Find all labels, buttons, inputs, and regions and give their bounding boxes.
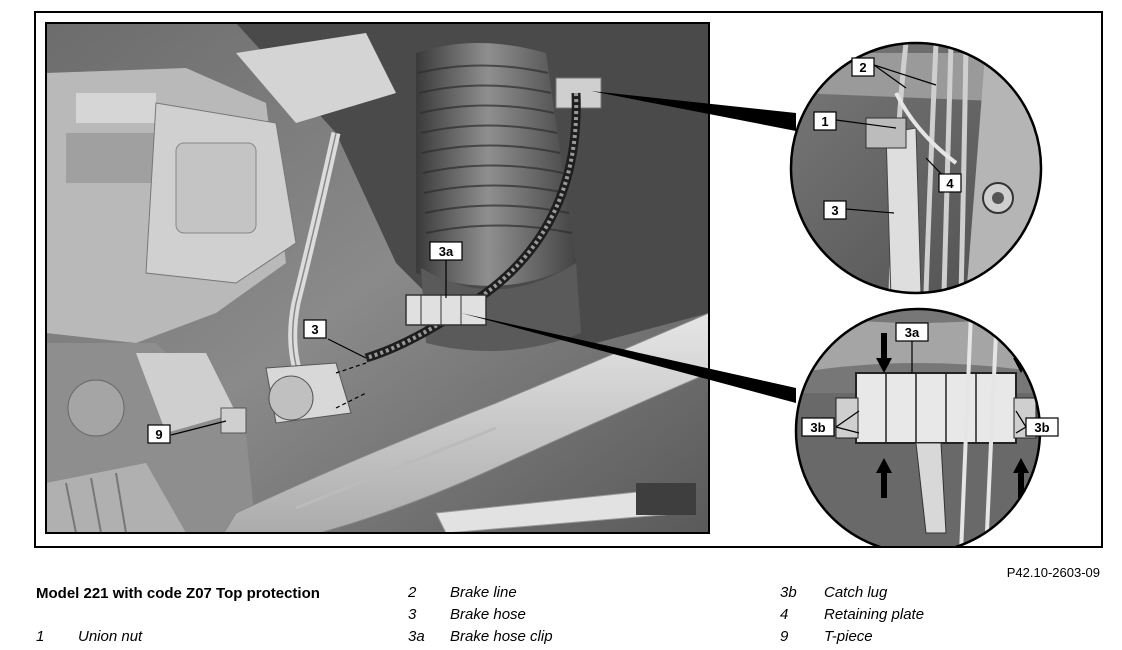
- callout-3b-right: 3b: [1025, 417, 1059, 437]
- callout-9-main: 9: [147, 424, 171, 444]
- caption-title: Model 221 with code Z07 Top protection: [36, 585, 320, 602]
- callout-3-detail: 3: [823, 200, 847, 220]
- callout-1-detail: 1: [813, 111, 837, 131]
- svg-text:9: 9: [155, 427, 162, 442]
- callout-3a-detail: 3a: [895, 322, 929, 342]
- zoom-connector-bottom: [461, 313, 796, 403]
- svg-text:3: 3: [831, 203, 838, 218]
- svg-text:3: 3: [311, 322, 318, 337]
- diagram-illustration: 3a 3 9 2 1 4 3 3a: [45, 22, 1059, 546]
- callout-3-main: 3: [303, 319, 327, 339]
- diagram-frame: 3a 3 9 2 1 4 3 3a: [34, 11, 1103, 548]
- svg-text:3b: 3b: [1034, 420, 1049, 435]
- svg-text:1: 1: [821, 114, 828, 129]
- svg-text:3b: 3b: [810, 420, 825, 435]
- detail-circle-top-border: [789, 41, 1043, 295]
- svg-text:3a: 3a: [905, 325, 920, 340]
- svg-text:4: 4: [946, 176, 954, 191]
- callout-2-detail: 2: [851, 57, 875, 77]
- detail-circle-top: [791, 43, 1041, 293]
- svg-text:3a: 3a: [439, 244, 454, 259]
- callout-3a-main: 3a: [429, 241, 463, 261]
- figure-reference: P42.10-2603-09: [1006, 565, 1100, 580]
- zoom-connector-top: [591, 91, 796, 131]
- svg-text:2: 2: [859, 60, 866, 75]
- callout-leaders: [170, 64, 1027, 436]
- main-photo-border: [45, 22, 710, 534]
- callout-4-detail: 4: [938, 173, 962, 193]
- callout-3b-left: 3b: [801, 417, 835, 437]
- main-photo: [46, 23, 709, 533]
